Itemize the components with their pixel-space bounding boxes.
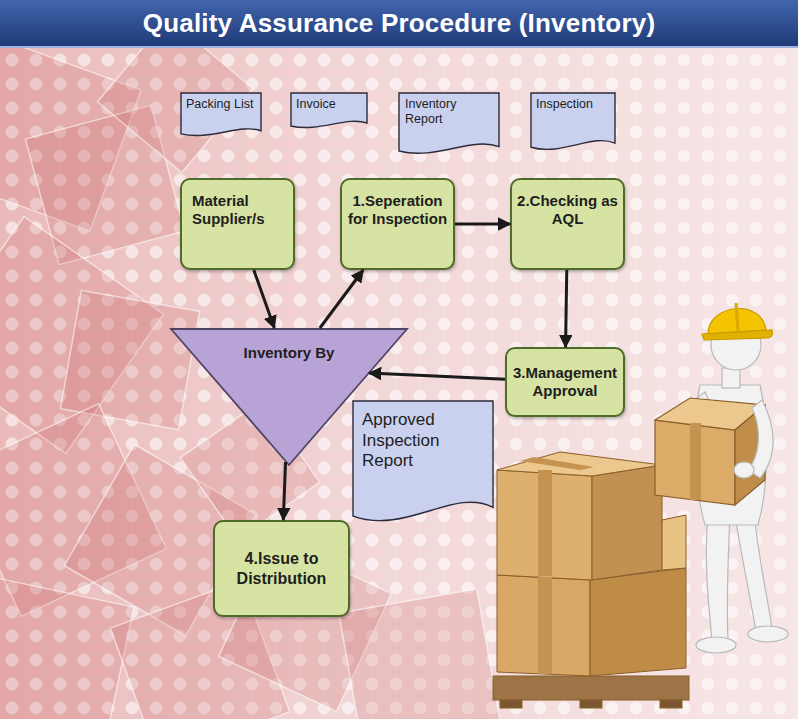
text-holder: 2.Checking as AQL [512, 180, 623, 268]
pallet-foot [580, 700, 602, 708]
tape [690, 423, 701, 500]
text-holder: Invoice [290, 92, 368, 128]
box-top [497, 452, 662, 476]
flow-arrow [566, 270, 567, 347]
tape [520, 457, 594, 470]
flow-arrow [254, 270, 275, 328]
box-face [592, 465, 662, 580]
pallet-foot [500, 700, 522, 708]
text-holder: 3.Management Approval [507, 349, 623, 415]
text-holder: Approved Inspection Report [352, 400, 494, 522]
process-box: 1.Seperation for Inspection [340, 178, 455, 270]
foot [748, 626, 788, 642]
node-label: Approved Inspection Report [362, 410, 464, 472]
box-face [497, 575, 590, 676]
node-label: 1.Seperation for Inspection [346, 192, 449, 229]
document-fill [531, 93, 615, 149]
tape [538, 577, 552, 674]
document-fill [181, 93, 261, 136]
document-shape: Invoice [290, 92, 368, 128]
tape [538, 470, 552, 576]
leg [735, 512, 772, 632]
text-holder: Inspection [530, 92, 616, 150]
leg [706, 515, 730, 640]
neck [722, 368, 740, 388]
flow-arrow [283, 462, 285, 520]
foot [696, 637, 736, 653]
process-box: 3.Management Approval [505, 347, 625, 417]
hand [734, 462, 754, 478]
node-label: 2.Checking as AQL [515, 192, 620, 229]
decor-squares [0, 18, 501, 719]
node-label: Inventory By [210, 344, 368, 362]
pallet-foot [660, 700, 682, 708]
pallet [493, 676, 689, 700]
node-label: Packing List [186, 97, 256, 112]
document-fill [291, 93, 367, 128]
flow-arrow [320, 270, 363, 328]
node-label: Material Supplier/s [192, 192, 283, 229]
process-box: Material Supplier/s [180, 178, 295, 270]
box-face [497, 470, 592, 580]
node-label: Invoice [296, 97, 362, 112]
held-box [655, 420, 735, 505]
worker [655, 303, 788, 653]
title-holder: Quality Assurance Procedure (Inventory) [143, 8, 656, 39]
box-face [590, 568, 686, 676]
document-shape: Approved Inspection Report [352, 400, 494, 522]
diagram-title: Quality Assurance Procedure (Inventory) [143, 8, 656, 39]
document-shape: Inspection [530, 92, 616, 150]
document-fill [353, 401, 493, 521]
node-label: 4.Issue to Distribution [221, 549, 342, 588]
node-label: Inventory Report [405, 97, 464, 128]
text-holder: Packing List [180, 92, 262, 136]
hat-ridge [736, 303, 738, 332]
process-box: 2.Checking as AQL [510, 178, 625, 270]
text-holder: 4.Issue to Distribution [215, 522, 348, 615]
document-shape: Packing List [180, 92, 262, 136]
text-holder: Inventory Report [398, 92, 500, 154]
document-shape: Inventory Report [398, 92, 500, 154]
node-label: 3.Management Approval [511, 364, 619, 401]
node-label: Inspection [536, 97, 610, 112]
title-banner: Quality Assurance Procedure (Inventory) [0, 0, 798, 48]
flow-arrow [455, 223, 510, 226]
flow-arrow [369, 373, 505, 379]
text-holder: Material Supplier/s [182, 180, 293, 268]
text-holder: 1.Seperation for Inspection [342, 180, 453, 268]
process-box: 4.Issue to Distribution [213, 520, 350, 617]
document-fill [399, 93, 499, 153]
box-top [662, 515, 686, 570]
